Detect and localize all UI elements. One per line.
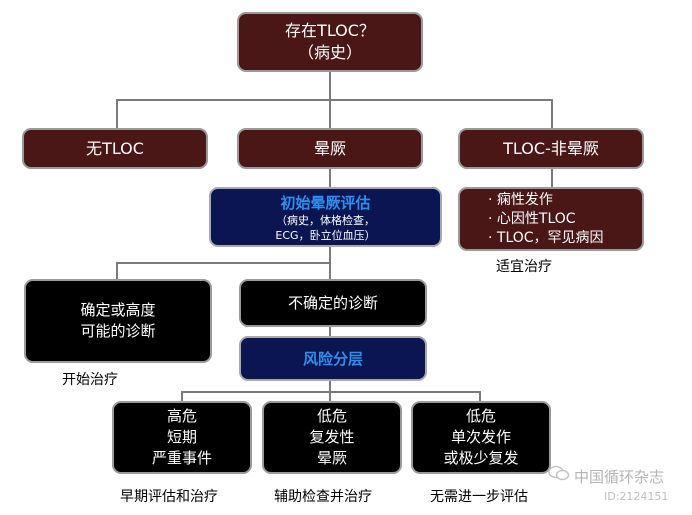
connector-outcomes-horizontal	[181, 391, 481, 393]
connector-to-certain	[116, 262, 118, 280]
connector-to-single	[479, 391, 481, 402]
syncope-label: 晕厥	[313, 138, 346, 158]
connector-to-left	[116, 99, 118, 130]
nonsyncope-item: · 心因性TLOC	[488, 210, 576, 227]
high-risk-line1: 高危	[166, 407, 197, 425]
wechat-logo-icon	[548, 465, 570, 481]
watermark-name: 中国循环杂志	[574, 468, 665, 486]
certain-caption: 开始治疗	[62, 372, 118, 388]
uncertain-diagnosis-label: 不确定的诊断	[287, 293, 378, 312]
syncope-node: 晕厥	[237, 128, 423, 169]
tloc-nonsyncope-node: TLOC-非晕厥	[458, 128, 644, 169]
connector-to-recurrent	[329, 391, 331, 402]
uncertain-diagnosis-node: 不确定的诊断	[239, 279, 427, 327]
initial-evaluation-node: 初始晕厥评估 （病史，体格检查， ECG，卧立位血压）	[209, 187, 442, 247]
connector-to-high	[181, 391, 183, 402]
connector-syncope-to-initial	[329, 168, 331, 188]
watermark-id: ID:2124151	[604, 490, 669, 503]
initial-evaluation-title: 初始晕厥评估	[280, 193, 371, 212]
connector-level1-horizontal	[116, 99, 553, 101]
connector-diagnosis-horizontal	[116, 262, 331, 264]
high-risk-line3: 严重事件	[151, 449, 212, 467]
single-low-risk-caption: 无需进一步评估	[430, 489, 528, 505]
nonsyncope-caption: 适宜治疗	[496, 259, 552, 275]
recurrent-low-risk-caption: 辅助检查并治疗	[274, 489, 372, 505]
no-tloc-node: 无TLOC	[22, 128, 208, 169]
recurrent-low-risk-line2: 复发性	[309, 428, 355, 446]
high-risk-caption: 早期评估和治疗	[120, 489, 218, 505]
certain-diagnosis-line2: 可能的诊断	[80, 322, 156, 340]
recurrent-low-risk-line1: 低危	[316, 407, 347, 425]
recurrent-low-risk-node: 低危 复发性 晕厥	[262, 401, 402, 474]
connector-to-right	[551, 99, 553, 130]
connector-uncertain-to-risk	[329, 325, 331, 337]
risk-stratification-label: 风险分层	[302, 350, 363, 368]
nonsyncope-causes-node: · 痫性发作 · 心因性TLOC · TLOC，罕见病因	[458, 187, 644, 251]
connector-root-down	[329, 70, 331, 100]
recurrent-low-risk-line3: 晕厥	[316, 449, 347, 467]
connector-to-center	[329, 99, 331, 130]
connector-nonsyncope-to-list	[551, 168, 553, 188]
single-low-risk-line2: 单次发作	[450, 428, 511, 446]
high-risk-line2: 短期	[166, 428, 197, 446]
nonsyncope-item: · TLOC，罕见病因	[488, 229, 604, 246]
root-question: 存在TLOC？	[285, 21, 375, 40]
no-tloc-label: 无TLOC	[86, 138, 144, 158]
certain-diagnosis-line1: 确定或高度	[80, 301, 156, 319]
nonsyncope-item: · 痫性发作	[488, 191, 553, 208]
risk-stratification-node: 风险分层	[239, 336, 427, 381]
connector-risk-down	[329, 380, 331, 392]
certain-diagnosis-node: 确定或高度 可能的诊断	[24, 279, 212, 363]
connector-to-uncertain	[329, 262, 331, 280]
high-risk-node: 高危 短期 严重事件	[112, 401, 252, 474]
root-node: 存在TLOC？ （病史）	[237, 12, 423, 72]
single-low-risk-line3: 或极少复发	[443, 449, 519, 467]
single-low-risk-line1: 低危	[465, 407, 496, 425]
initial-evaluation-detail-1: （病史，体格检查，	[276, 213, 375, 227]
tloc-nonsyncope-label: TLOC-非晕厥	[503, 138, 599, 158]
single-low-risk-node: 低危 单次发作 或极少复发	[411, 401, 551, 474]
root-subtitle: （病史）	[297, 43, 362, 62]
initial-evaluation-detail-2: ECG，卧立位血压）	[275, 228, 376, 242]
connector-initial-down	[329, 245, 331, 263]
